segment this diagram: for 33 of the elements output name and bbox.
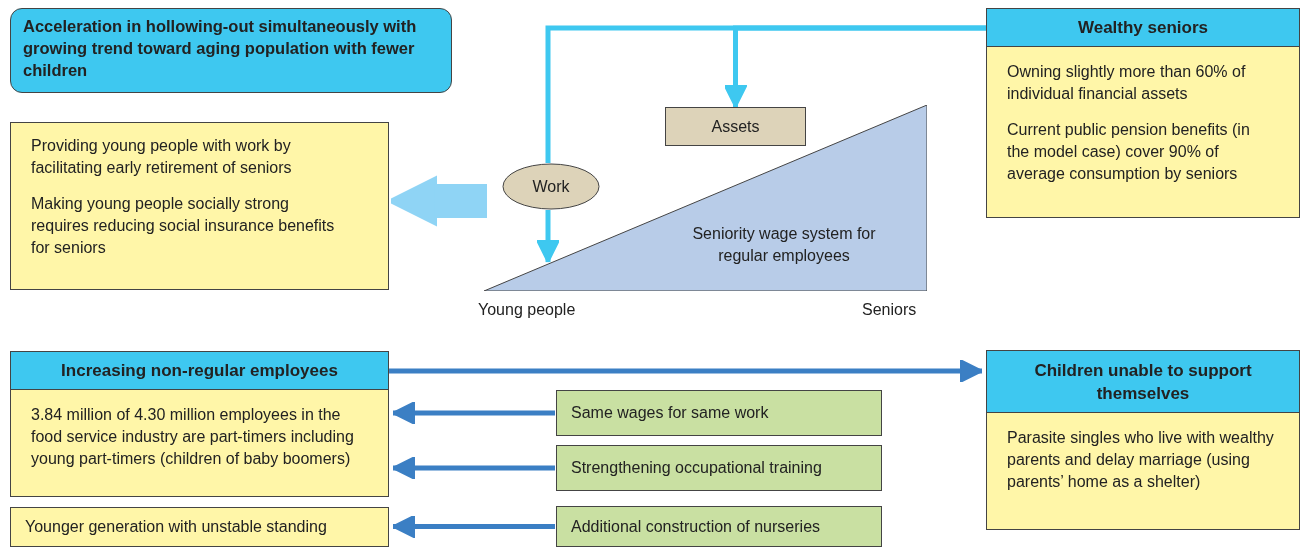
info-card [10,351,389,497]
info-card [986,350,1300,530]
body-text: Making young people socially strong requires reducing social insurance benefits for seniors [31,194,336,258]
arrow [391,400,555,426]
arrow [391,455,555,481]
card-header: Increasing non-regular employees [11,352,388,390]
text-box: Assets [665,107,806,146]
body-text: Providing young people with work by facilitating early retirement of seniors [31,136,293,178]
body-text: Owning slightly more than 60% of individual financial assets [1007,62,1247,104]
text-box: Additional construction of nurseries [556,506,882,547]
text-panel [10,122,389,290]
card-header: Children unable to support themselves [987,351,1299,413]
arrow [389,358,984,384]
node-label: Work [531,176,571,197]
info-card [986,8,1300,218]
body-text: Parasite singles who live with wealthy parents and delay marriage (using parents’ home as a shelter) [1007,428,1275,492]
card-header: Wealthy seniors [987,9,1299,47]
body-text: Current public pension benefits (in the model case) cover 90% of average consumption by seniors [1007,120,1251,184]
wage-triangle [484,105,927,291]
heading-box [10,8,452,93]
body-text: 3.84 million of 4.30 million employees in the food service industry are part-timers including young part-timers (children of baby boomers) [31,405,355,469]
axis-label: Seniors [862,300,917,320]
ellipse-node [502,163,600,210]
block-arrow [388,175,487,227]
axis-label: Young people [478,300,576,320]
connector-line [545,25,986,163]
text-box: Same wages for same work [556,390,882,436]
node-label: Seniority wage system for regular employees [691,224,877,266]
heading-text: Acceleration in hollowing-out simultaneously with growing trend toward aging population with fewer children [23,16,418,81]
text-box: Younger generation with unstable standing [10,507,389,547]
text-box: Strengthening occupational training [556,445,882,491]
arrow [535,210,561,264]
arrow [391,514,555,539]
